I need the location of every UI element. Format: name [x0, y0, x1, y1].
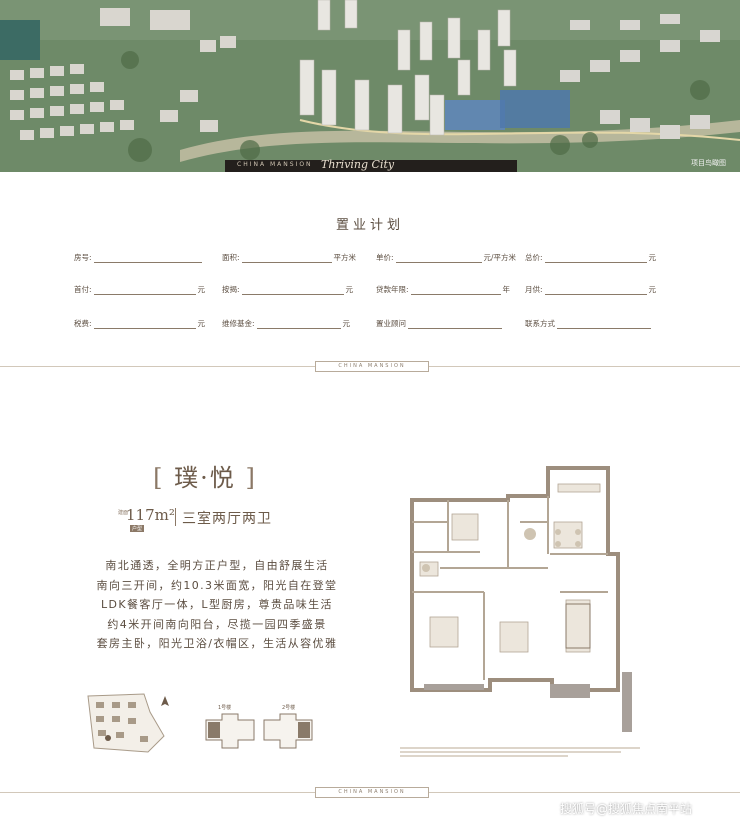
- aerial-render-image: CHINA MANSION Thriving City 项目鸟瞰图: [0, 0, 740, 172]
- form-row-2: 首付:元 按揭:元 贷款年限:年 月供:元: [0, 284, 740, 298]
- loan-term-field[interactable]: 贷款年限:年: [376, 285, 511, 295]
- down-payment-field[interactable]: 首付:元: [74, 285, 206, 295]
- source-watermark: 搜狐号@搜狐焦点南平站: [560, 802, 693, 816]
- total-price-field[interactable]: 总价:元: [525, 253, 657, 263]
- purchase-plan-title: 置业计划: [335, 218, 404, 233]
- image-caption: 项目鸟瞰图: [691, 160, 726, 167]
- description-line: 南向三开间，约10.3米面宽，阳光自在登堂: [96, 578, 338, 592]
- description-line: 套房主卧，阳光卫浴/衣帽区，生活从容优雅: [96, 637, 338, 650]
- north-arrow-icon: [161, 696, 169, 706]
- description-line: 约4米开间南向阳台，尽揽一园四季盛景: [107, 617, 327, 631]
- script-title: Thriving City: [321, 158, 395, 171]
- sales-consultant-field[interactable]: 置业顾问: [376, 318, 504, 329]
- disclaimer-lines: [400, 745, 640, 759]
- tax-field[interactable]: 税费:元: [74, 319, 206, 329]
- description-line: 南北通透，全明方正户型，自由舒展生活: [105, 559, 329, 572]
- room-number-field[interactable]: 房号:: [74, 252, 204, 263]
- area-prefix: 建面: [118, 510, 129, 516]
- unit-type-title: 璞·悦: [174, 464, 236, 492]
- area-sub-label: 户型: [130, 525, 145, 532]
- unit-price-field[interactable]: 单价:元/平方米: [376, 253, 517, 263]
- description-line: LDK餐客厅一体，L型厨房，尊贵品味生活: [101, 598, 333, 611]
- divider-tag-bottom: CHINA MANSION: [315, 787, 429, 798]
- layout-name: 三室两厅两卫: [182, 511, 272, 527]
- mortgage-field[interactable]: 按揭:元: [222, 285, 354, 295]
- contact-field[interactable]: 联系方式: [525, 318, 653, 329]
- monthly-payment-field[interactable]: 月供:元: [525, 285, 657, 295]
- maintenance-fund-field[interactable]: 维修基金:元: [222, 319, 351, 329]
- building-1-label: 1号楼: [218, 705, 232, 711]
- form-row-3: 税费:元 维修基金:元 置业顾问 联系方式: [0, 318, 740, 332]
- area-separator: [175, 508, 176, 526]
- aerial-city-illustration: [0, 0, 740, 172]
- building-2-mini-plan: [263, 713, 313, 749]
- unit-description: 南北通透，全明方正户型，自由舒展生活 南向三开间，约10.3米面宽，阳光自在登堂…: [92, 556, 342, 654]
- building-2-label: 2号楼: [282, 705, 296, 711]
- area-badge: 建面 117m² 户型: [118, 506, 175, 532]
- hero-title-bar: CHINA MANSION Thriving City: [225, 158, 517, 172]
- area-field[interactable]: 面积:平方米: [222, 253, 357, 263]
- divider-tag: CHINA MANSION: [315, 361, 429, 372]
- area-value: 117m²: [126, 506, 175, 524]
- brand-text: CHINA MANSION: [237, 161, 313, 168]
- site-location-map: [87, 693, 165, 753]
- building-1-mini-plan: [205, 713, 255, 749]
- floor-plan-svg: [410, 466, 632, 732]
- bracket-left: [: [153, 464, 165, 492]
- bracket-right: ]: [245, 464, 257, 492]
- form-row-1: 房号: 面积:平方米 单价:元/平方米 总价:元: [0, 252, 740, 266]
- unit-type-name: [ 璞·悦 ]: [142, 458, 268, 493]
- floor-plan-drawing: [400, 462, 640, 734]
